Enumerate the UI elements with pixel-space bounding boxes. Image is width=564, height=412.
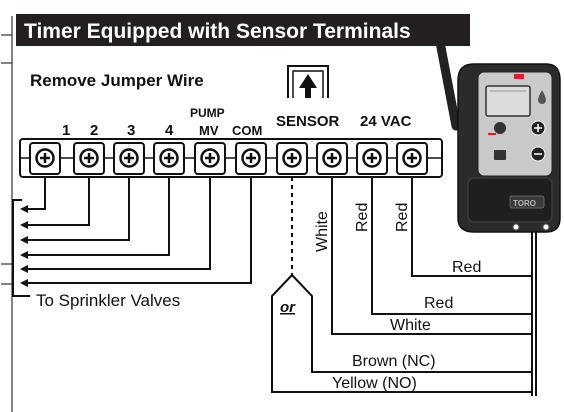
terminal-label-pump: PUMP xyxy=(190,106,225,120)
terminal-screw-8 xyxy=(316,142,348,175)
rain-sensor-controller: TORO xyxy=(435,37,561,233)
arrow-left-icon xyxy=(20,205,28,213)
select-button-icon xyxy=(494,150,506,160)
title-bar xyxy=(16,14,470,46)
terminal-screw-9 xyxy=(356,142,388,175)
page-title: Timer Equipped with Sensor Terminals xyxy=(24,20,411,43)
wire-label-yellow-no: Yellow (NO) xyxy=(332,375,417,392)
mode-button-icon xyxy=(494,122,506,134)
terminal-screw-10 xyxy=(396,142,428,175)
terminal-label-24vac: 24 VAC xyxy=(360,113,412,130)
terminal-screw-1 xyxy=(29,142,61,175)
terminal-label-2: 2 xyxy=(90,122,98,139)
controller-screen xyxy=(485,85,531,117)
remove-jumper-indicator xyxy=(287,65,329,98)
terminal-label-1: 1 xyxy=(62,122,70,139)
wire-label-red-2: Red xyxy=(424,295,453,312)
arrow-left-icon xyxy=(20,265,28,273)
terminal-label-mv: MV xyxy=(199,123,219,138)
valves-label: To Sprinkler Valves xyxy=(36,291,180,310)
controller-brand-label: TORO xyxy=(513,199,536,208)
terminal-screw-6 xyxy=(235,142,267,175)
terminal-label-4: 4 xyxy=(165,122,174,139)
water-drop-icon xyxy=(538,90,546,104)
arrow-left-icon xyxy=(20,279,28,287)
arrow-left-icon xyxy=(20,221,28,229)
wire-label-brown-nc: Brown (NC) xyxy=(352,353,436,370)
arrow-left-icon xyxy=(20,251,28,259)
terminal-strip xyxy=(19,138,443,178)
terminal-labels: 1 2 3 4 PUMP MV COM SENSOR 24 VAC xyxy=(62,106,412,139)
terminal-label-3: 3 xyxy=(127,122,135,139)
terminal-screw-5 xyxy=(194,142,226,175)
terminal-label-com: COM xyxy=(232,123,262,138)
arrow-left-icon xyxy=(20,236,28,244)
section-label: Remove Jumper Wire xyxy=(30,71,204,90)
terminal-screw-3 xyxy=(113,142,145,175)
terminal-screw-7 xyxy=(276,142,308,175)
wire-label-red-1: Red xyxy=(452,259,481,276)
terminal-screw-2 xyxy=(73,142,105,175)
wire-label-white: White xyxy=(390,317,431,334)
arrow-up-icon xyxy=(299,74,317,98)
or-label: or xyxy=(280,299,296,316)
wire-label-white-vertical: White xyxy=(314,211,331,252)
brand-badge xyxy=(514,74,524,79)
wire-label-red-vertical-2: Red xyxy=(394,203,411,232)
antenna-icon xyxy=(435,37,461,131)
sensor-wires xyxy=(271,177,537,396)
valve-wire-arrows xyxy=(20,205,28,287)
valve-wires xyxy=(12,177,252,297)
terminal-label-sensor: SENSOR xyxy=(276,113,340,130)
terminal-screw-4 xyxy=(153,142,185,175)
wire-label-red-vertical-1: Red xyxy=(354,203,371,232)
